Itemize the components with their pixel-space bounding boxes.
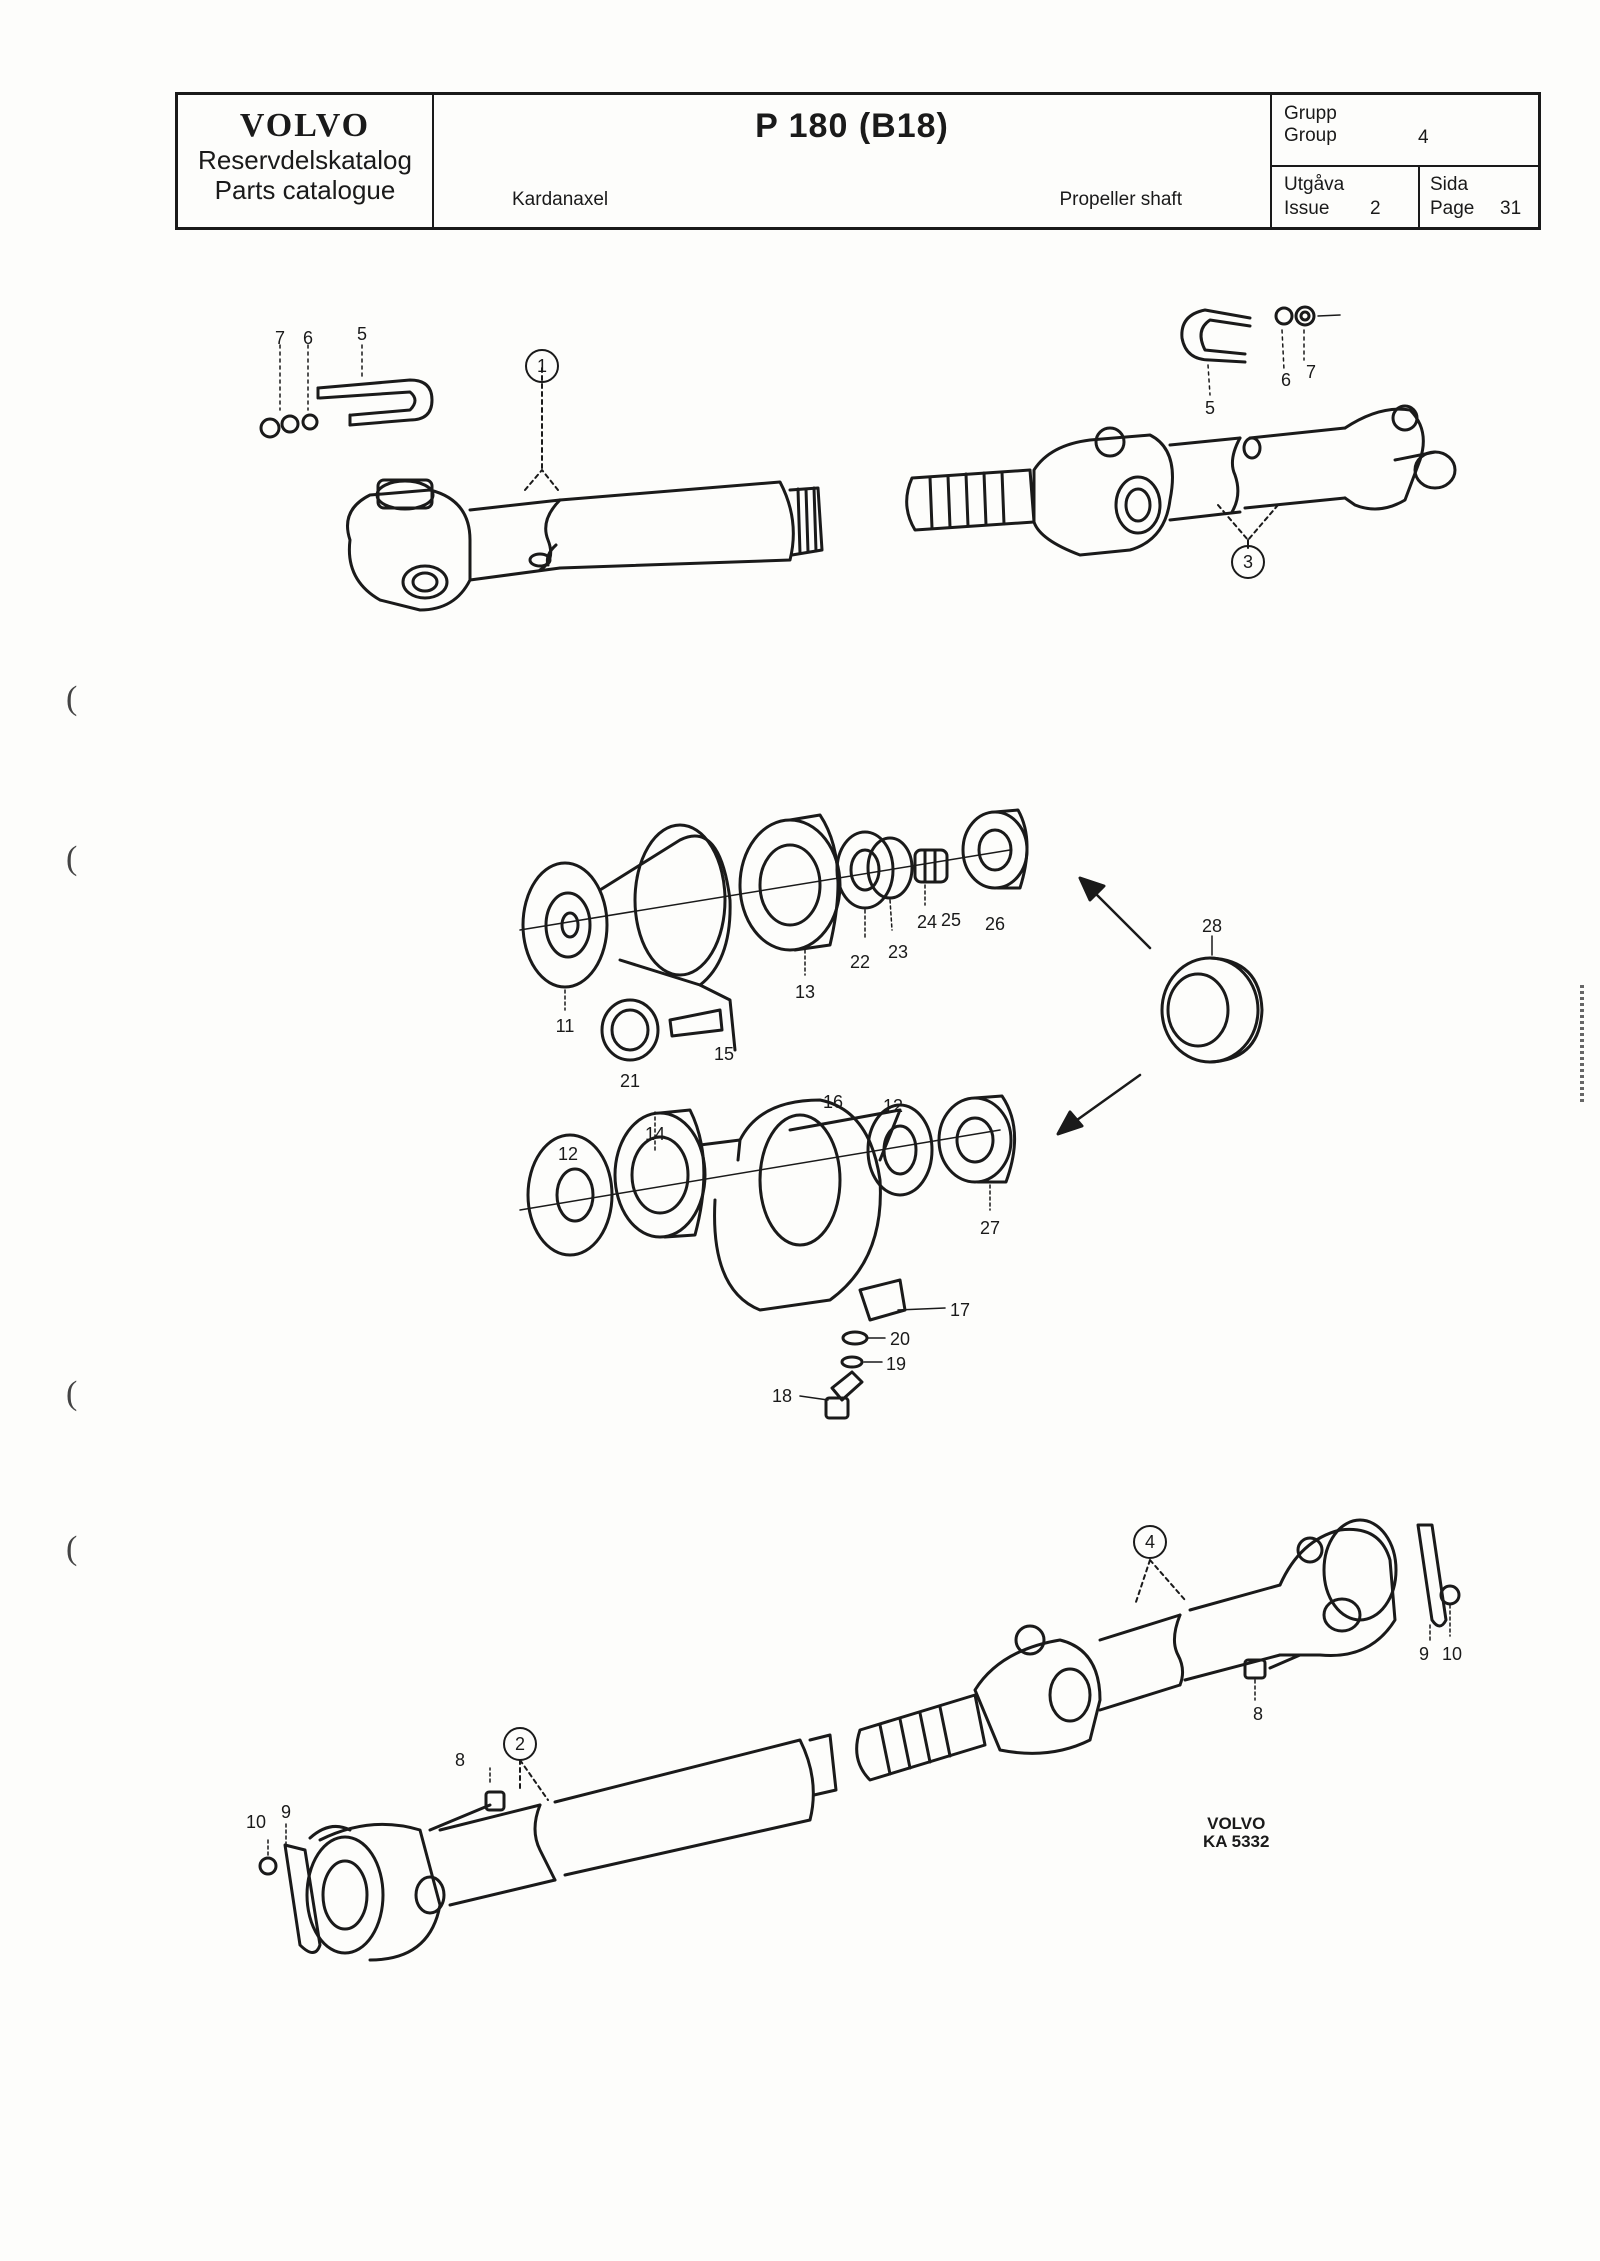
callout-3: 3 <box>1243 552 1253 572</box>
callout-10-right: 10 <box>1442 1644 1462 1664</box>
callout-5-right: 5 <box>1205 398 1215 418</box>
callout-15: 15 <box>714 1044 734 1064</box>
group-label-sv: Grupp <box>1284 103 1337 124</box>
callout-23: 23 <box>888 942 908 962</box>
volvo-logo: VOLVO <box>239 107 371 144</box>
callout-18: 18 <box>772 1386 792 1406</box>
callout-1: 1 <box>537 356 547 376</box>
callout-17: 17 <box>950 1300 970 1320</box>
rear-shaft-assembly-bottom <box>258 1518 1461 1962</box>
callout-7-right: 7 <box>1306 362 1316 382</box>
callout-4: 4 <box>1145 1532 1155 1552</box>
callout-12-left: 12 <box>558 1144 578 1164</box>
callout-8-left: 8 <box>455 1750 465 1770</box>
group-value: 4 <box>1418 127 1429 148</box>
page-value: 31 <box>1500 198 1522 219</box>
callout-13: 13 <box>795 982 815 1002</box>
callout-11: 11 <box>556 1016 575 1036</box>
callout-21: 21 <box>620 1071 640 1091</box>
callout-24: 24 <box>917 912 937 932</box>
binder-hole-mark: ( <box>66 1530 78 1567</box>
callout-9-right: 9 <box>1419 1644 1429 1664</box>
callout-14: 14 <box>645 1124 665 1144</box>
group-box: Grupp Group 4 <box>1272 95 1538 167</box>
section-title-sv: Kardanaxel <box>512 189 609 210</box>
callout-12-right: 12 <box>883 1096 903 1116</box>
callout-25: 25 <box>941 910 961 930</box>
callout-28: 28 <box>1202 916 1222 936</box>
issue-box: Utgåva Issue 2 <box>1272 167 1420 227</box>
page-label-en: Page <box>1430 198 1475 219</box>
scan-edge-mark <box>1580 985 1584 1103</box>
stamp-drawing-number: KA 5332 <box>1203 1832 1270 1851</box>
title-cell: P 180 (B18) Kardanaxel Propeller shaft <box>434 95 1272 227</box>
callout-27: 27 <box>980 1218 1000 1238</box>
issue-label-sv: Utgåva <box>1284 174 1345 195</box>
meta-cell: Grupp Group 4 Utgåva Issue 2 Sida Page 3… <box>1272 95 1538 227</box>
binder-hole-mark: ( <box>66 680 78 717</box>
page-label-sv: Sida <box>1430 174 1469 195</box>
binder-hole-mark: ( <box>66 840 78 877</box>
catalog-title-sv: Reservdelskatalog <box>198 145 412 175</box>
rear-shaft-assembly-top <box>905 404 1457 579</box>
u-bolt-left <box>259 344 434 439</box>
callout-6-top: 6 <box>303 328 313 348</box>
issue-value: 2 <box>1370 198 1381 219</box>
section-title-en: Propeller shaft <box>1059 189 1182 210</box>
catalog-title-en: Parts catalogue <box>214 175 396 205</box>
callout-20: 20 <box>890 1329 910 1349</box>
callout-8-right: 8 <box>1253 1704 1263 1724</box>
callout-6-right: 6 <box>1281 370 1291 390</box>
center-bearing-upper <box>519 808 1029 1062</box>
brand-cell: VOLVO Reservdelskatalog Parts catalogue <box>178 95 434 227</box>
callout-10-left: 10 <box>246 1812 266 1832</box>
callout-22: 22 <box>850 952 870 972</box>
stamp-brand: VOLVO <box>1207 1814 1266 1833</box>
catalog-header: VOLVO Reservdelskatalog Parts catalogue … <box>175 92 1541 230</box>
model-title: P 180 (B18) <box>755 107 949 145</box>
callout-7-top: 7 <box>275 328 285 348</box>
u-bolt-right <box>1180 305 1341 396</box>
binder-hole-mark: ( <box>66 1375 78 1412</box>
rubber-ring-28 <box>1056 876 1264 1136</box>
front-shaft-assembly <box>346 349 824 612</box>
issue-row: Utgåva Issue 2 Sida Page 31 <box>1272 167 1538 227</box>
callout-16: 16 <box>823 1092 843 1112</box>
center-bearing-lower <box>519 1094 1016 1420</box>
issue-label-en: Issue <box>1284 198 1330 219</box>
callout-9-left: 9 <box>281 1802 291 1822</box>
callout-19: 19 <box>886 1354 906 1374</box>
callout-2: 2 <box>515 1734 525 1754</box>
drawing-stamp: VOLVO KA 5332 <box>1203 1815 1269 1851</box>
page-box: Sida Page 31 <box>1420 167 1538 227</box>
callout-5-top: 5 <box>357 324 367 344</box>
callout-26: 26 <box>985 914 1005 934</box>
group-label-en: Group <box>1284 125 1337 146</box>
